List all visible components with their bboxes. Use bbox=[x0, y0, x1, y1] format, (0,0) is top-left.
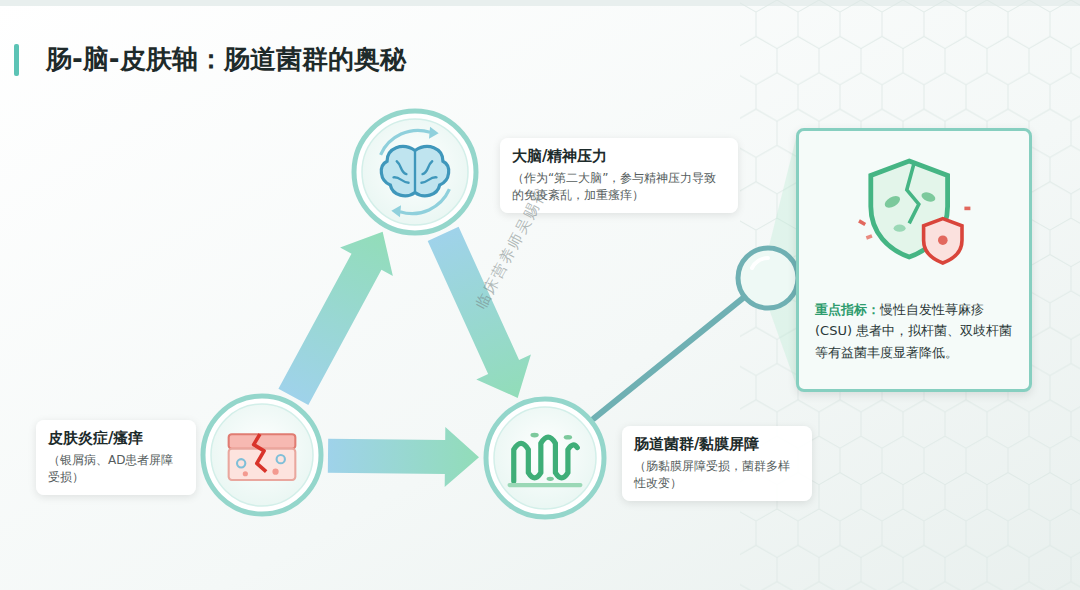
circle-shape bbox=[203, 396, 321, 514]
circle-shape bbox=[354, 111, 476, 233]
circle-shape bbox=[362, 119, 468, 225]
node-heading: 肠道菌群/黏膜屏障 bbox=[634, 434, 800, 455]
shield-illustration bbox=[799, 131, 1029, 281]
flow-arrow bbox=[278, 232, 392, 405]
node-description: （肠黏膜屏障受损，菌群多样性改变） bbox=[634, 458, 800, 493]
node-text-box: 皮肤炎症/瘙痒 （银屑病、AD患者屏障受损） bbox=[36, 420, 196, 495]
magnifier-lens bbox=[752, 258, 768, 268]
axis-circle-node: 皮肤炎症/瘙痒（银屑病、AD患者屏障受损） bbox=[200, 393, 324, 517]
callout-heading: 重点指标： bbox=[815, 302, 880, 317]
magnifier-lens bbox=[738, 248, 798, 308]
circle-shape bbox=[483, 396, 607, 520]
flow-arrow bbox=[328, 427, 479, 487]
node-heading: 皮肤炎症/瘙痒 bbox=[48, 428, 184, 449]
callout-text: 重点指标：慢性自发性荨麻疹 (CSU) 患者中，拟杆菌、双歧杆菌等有益菌丰度显著… bbox=[815, 299, 1013, 363]
axis-circle-node: 大脑/精神压力（作为“第二大脑”，参与精神压力导致的免疫紊乱，加重瘙痒） bbox=[351, 108, 479, 236]
node-icon bbox=[381, 127, 450, 217]
circle-shape bbox=[200, 393, 324, 517]
node-description: （银屑病、AD患者屏障受损） bbox=[48, 452, 184, 487]
node-icon bbox=[229, 434, 296, 480]
shield-illustration bbox=[858, 161, 970, 263]
node-text-box: 肠道菌群/黏膜屏障 （肠黏膜屏障受损，菌群多样性改变） bbox=[622, 426, 812, 501]
node-icon bbox=[510, 433, 581, 485]
page-title: 肠-脑-皮肤轴：肠道菌群的奥秘 bbox=[46, 42, 406, 77]
node-heading: 大脑/精神压力 bbox=[512, 146, 726, 167]
circle-shape bbox=[486, 399, 604, 517]
callout-box: 重点指标：慢性自发性荨麻疹 (CSU) 患者中，拟杆菌、双歧杆菌等有益菌丰度显著… bbox=[796, 128, 1032, 392]
circle-shape bbox=[351, 108, 479, 236]
magnifier-lens bbox=[738, 248, 798, 308]
title-accent-bar bbox=[14, 44, 19, 76]
axis-circle-node: 肠道菌群/黏膜屏障（肠黏膜屏障受损，菌群多样性改变） bbox=[483, 396, 607, 520]
circle-shape bbox=[211, 404, 313, 506]
circle-shape bbox=[494, 407, 596, 509]
